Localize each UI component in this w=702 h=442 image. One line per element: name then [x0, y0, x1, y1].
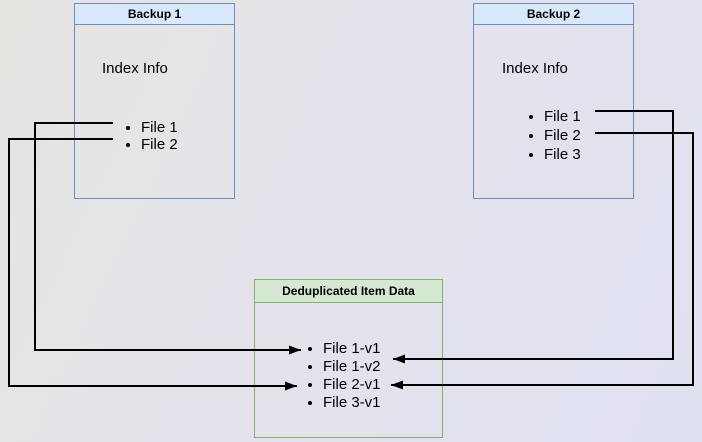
backup1-box: Backup 1 Index Info File 1 File 2 [74, 3, 235, 199]
backup2-box: Backup 2 Index Info File 1 File 2 File 3 [473, 3, 634, 199]
list-item: File 1-v2 [323, 358, 381, 376]
backup1-index-info-label: Index Info [102, 60, 168, 77]
backup1-file-list: File 1 File 2 [123, 119, 178, 153]
backup2-index-info-label: Index Info [502, 60, 568, 77]
deduplicated-item-data-box: Deduplicated Item Data File 1-v1 File 1-… [254, 279, 443, 438]
backup1-title: Backup 1 [75, 4, 234, 25]
list-item: File 2-v1 [323, 376, 381, 394]
list-item: File 1-v1 [323, 340, 381, 358]
list-item: File 2 [141, 136, 178, 153]
dedup-file-list: File 1-v1 File 1-v2 File 2-v1 File 3-v1 [305, 340, 381, 412]
list-item: File 1 [141, 119, 178, 136]
backup2-title: Backup 2 [474, 4, 633, 25]
list-item: File 1 [544, 107, 581, 126]
list-item: File 3 [544, 145, 581, 164]
backup2-file-list: File 1 File 2 File 3 [526, 107, 581, 164]
list-item: File 2 [544, 126, 581, 145]
list-item: File 3-v1 [323, 394, 381, 412]
dedup-title: Deduplicated Item Data [255, 280, 442, 303]
